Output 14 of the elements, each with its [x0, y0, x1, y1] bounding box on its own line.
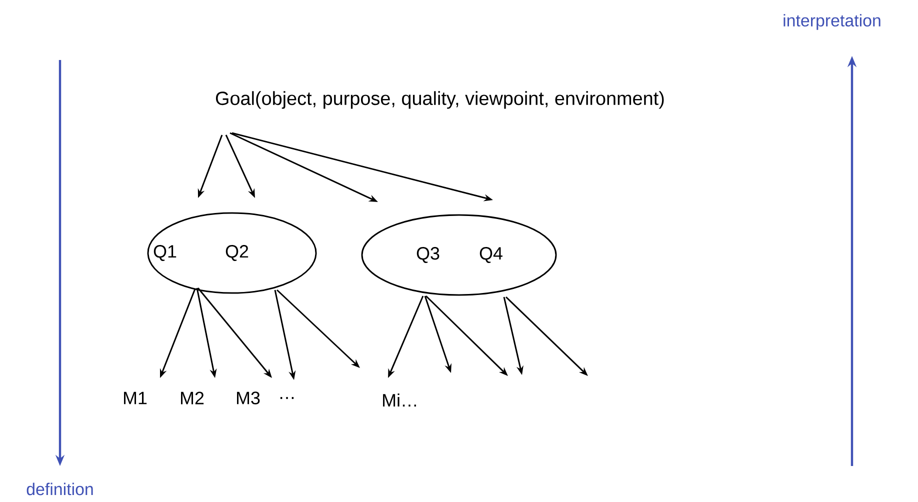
metric-label: … [280, 397, 294, 399]
question-label: Q4 [480, 247, 502, 263]
axis-label: interpretation [784, 14, 880, 30]
axis-label: definition [26, 482, 93, 496]
question-label: Q1 [154, 245, 176, 261]
goal-text: Goal(object, purpose, quality, viewpoint, environment) [216, 91, 664, 109]
metric-label: M3 [237, 392, 260, 404]
question-label: Q3 [416, 247, 440, 263]
metric-label: Mi… [383, 394, 416, 406]
metric-label: M1 [124, 392, 147, 404]
question-ellipse [147, 212, 317, 294]
question-label: Q2 [226, 245, 248, 261]
question-ellipse [361, 214, 557, 296]
metric-label: M2 [181, 392, 204, 404]
